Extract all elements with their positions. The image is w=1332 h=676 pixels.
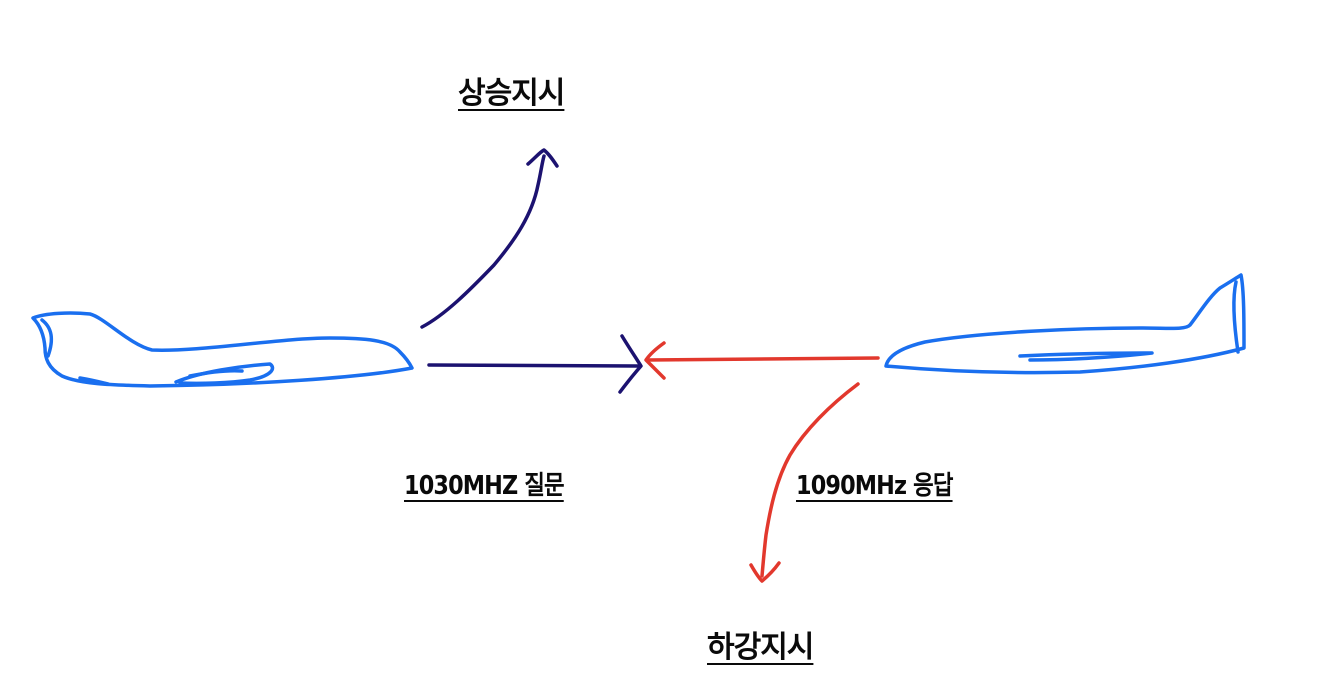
left-aircraft-belly-icon [78,376,110,386]
reply-arrow-shaft [646,356,880,362]
reply-frequency-label: 1090MHz 응답 [796,471,953,501]
query-arrow-head-icon [618,334,643,394]
left-aircraft-wing-icon [174,362,275,386]
query-arrow [427,334,643,394]
descend-arrow-shaft [760,382,860,578]
descend-arrow-head-icon [749,561,781,583]
reply-arrow [644,341,880,380]
left-aircraft-wing-detail-icon [188,369,244,378]
right-aircraft [884,273,1246,375]
climb-arrow-shaft [420,154,546,329]
left-aircraft-tail-icon [40,318,54,358]
climb-arrow-head-icon [526,148,559,168]
right-aircraft-tail-icon [1232,280,1240,354]
query-frequency-label: 1030MHZ 질문 [404,471,565,501]
descend-arrow [749,382,860,583]
right-aircraft-fuselage-icon [884,273,1246,375]
left-aircraft [31,311,414,388]
reply-arrow-head-icon [644,341,666,380]
climb-arrow [420,148,559,329]
climb-instruction-label: 상승지시 [458,76,565,111]
descend-instruction-label: 하강지시 [707,630,814,665]
left-aircraft-fuselage-icon [31,311,414,388]
query-arrow-shaft [427,363,642,368]
right-aircraft-wing-icon [1018,351,1154,362]
